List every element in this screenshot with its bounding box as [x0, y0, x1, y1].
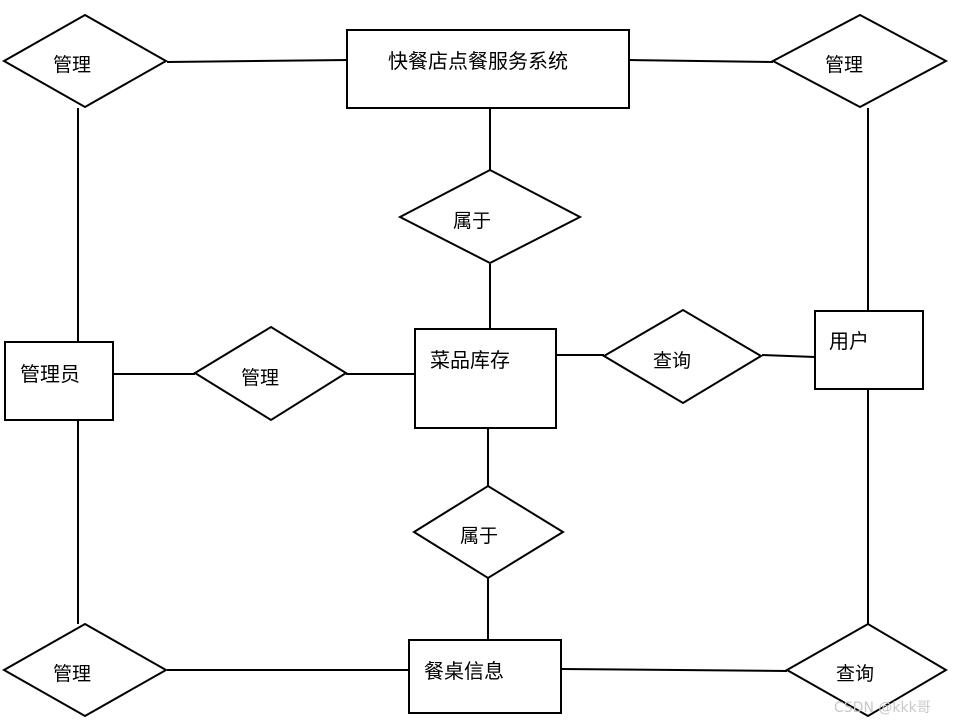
edge-query-user [761, 354, 816, 358]
relation-belongs-bottom: 属于 [412, 484, 565, 580]
edge-table-query-br [560, 668, 788, 672]
relation-manage-top-left-label: 管理 [53, 54, 91, 76]
entity-admin: 管理员 [4, 341, 114, 421]
entity-admin-label: 管理员 [20, 362, 80, 386]
relation-manage-top-left: 管理 [1, 13, 169, 109]
relation-belongs-bottom-label: 属于 [460, 525, 498, 547]
relation-query-middle: 查询 [602, 308, 763, 405]
entity-user: 用户 [814, 310, 924, 390]
entity-system-label: 快餐店点餐服务系统 [388, 49, 568, 73]
watermark: CSDN @kkk哥 [834, 700, 931, 716]
edge-system-manage-tr [627, 59, 774, 63]
relation-manage-bottom-left-label: 管理 [53, 663, 91, 685]
entity-dish-inventory: 菜品库存 [414, 328, 557, 429]
entity-table-info-label: 餐桌信息 [424, 659, 504, 683]
relation-manage-bottom-left: 管理 [1, 622, 169, 718]
relation-manage-top-right-label: 管理 [825, 54, 863, 76]
relation-manage-middle-label: 管理 [241, 367, 279, 389]
relation-manage-middle: 管理 [193, 325, 348, 422]
entity-user-label: 用户 [829, 329, 869, 353]
edge-manage-tl-system [166, 59, 349, 63]
entity-dish-inventory-label: 菜品库存 [430, 348, 510, 372]
entity-table-info: 餐桌信息 [408, 639, 562, 714]
relation-query-bottom-right: 查询 [784, 622, 948, 718]
relation-manage-top-right: 管理 [770, 13, 949, 109]
relation-belongs-top-label: 属于 [453, 210, 491, 232]
relation-query-bottom-right-label: 查询 [836, 663, 874, 685]
relation-belongs-top: 属于 [397, 168, 583, 265]
relation-query-middle-label: 查询 [653, 350, 691, 372]
entity-system: 快餐店点餐服务系统 [346, 29, 630, 109]
connectors [77, 59, 869, 672]
